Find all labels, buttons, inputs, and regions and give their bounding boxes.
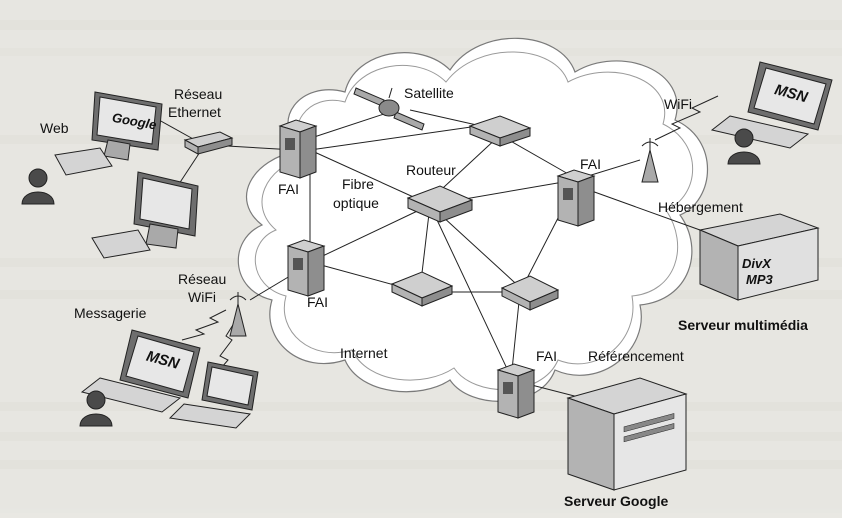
router-center	[406, 185, 474, 223]
fai-tower-bottom-right	[496, 363, 536, 419]
label-fibre-2: optique	[333, 195, 379, 211]
mp3-label: MP3	[746, 272, 774, 287]
label-wifi-top: WiFi	[664, 96, 692, 112]
label-referencement: Référencement	[588, 348, 684, 364]
label-messagerie: Messagerie	[74, 305, 147, 321]
label-reseau-wifi-2: WiFi	[188, 289, 216, 305]
internet-cloud	[237, 37, 708, 402]
label-internet: Internet	[340, 345, 388, 361]
label-fai-top-right: FAI	[580, 156, 601, 172]
label-serveur-multimedia: Serveur multimédia	[678, 317, 808, 333]
fai-tower-top-right	[556, 169, 596, 227]
web-computer: Google	[54, 91, 163, 176]
label-web: Web	[40, 120, 69, 136]
router-bottom-left	[390, 271, 454, 307]
label-fai-top-left: FAI	[278, 181, 299, 197]
laptop-bottom-left	[168, 361, 259, 429]
web-user-icon	[21, 168, 55, 205]
label-fai-bottom-right: FAI	[536, 348, 557, 364]
diagram-labels: Web Réseau Ethernet Satellite WiFi FAI F…	[40, 85, 808, 509]
router-top	[468, 115, 532, 147]
label-fibre-1: Fibre	[342, 176, 374, 192]
label-satellite: Satellite	[404, 85, 454, 101]
msn-laptop-left: MSN	[80, 329, 201, 413]
wifi-antenna-left-icon	[229, 292, 247, 337]
multimedia-server-icon: DivX MP3	[698, 213, 820, 301]
label-reseau-ethernet-2: Ethernet	[168, 104, 221, 120]
wifi-user-icon	[727, 128, 761, 165]
label-serveur-google: Serveur Google	[564, 493, 668, 509]
divx-label: DivX	[742, 256, 772, 271]
label-routeur: Routeur	[406, 162, 456, 178]
label-reseau-wifi-1: Réseau	[178, 271, 226, 287]
fai-tower-top-left	[278, 119, 318, 179]
satellite-icon	[353, 87, 425, 131]
ethernet-switch-icon	[183, 131, 234, 155]
desktop-computer	[91, 171, 199, 259]
msn-laptop-top: MSN	[710, 61, 833, 149]
label-fai-bottom-left: FAI	[307, 294, 328, 310]
fai-tower-bottom-left	[286, 239, 326, 297]
wireless-signals	[181, 95, 719, 375]
messagerie-user-icon	[79, 390, 113, 427]
label-reseau-ethernet-1: Réseau	[174, 86, 222, 102]
label-hebergement: Hébergement	[658, 199, 743, 215]
google-server-icon	[566, 377, 688, 491]
wifi-antenna-right-icon	[641, 138, 659, 183]
router-bottom-right	[500, 275, 560, 311]
